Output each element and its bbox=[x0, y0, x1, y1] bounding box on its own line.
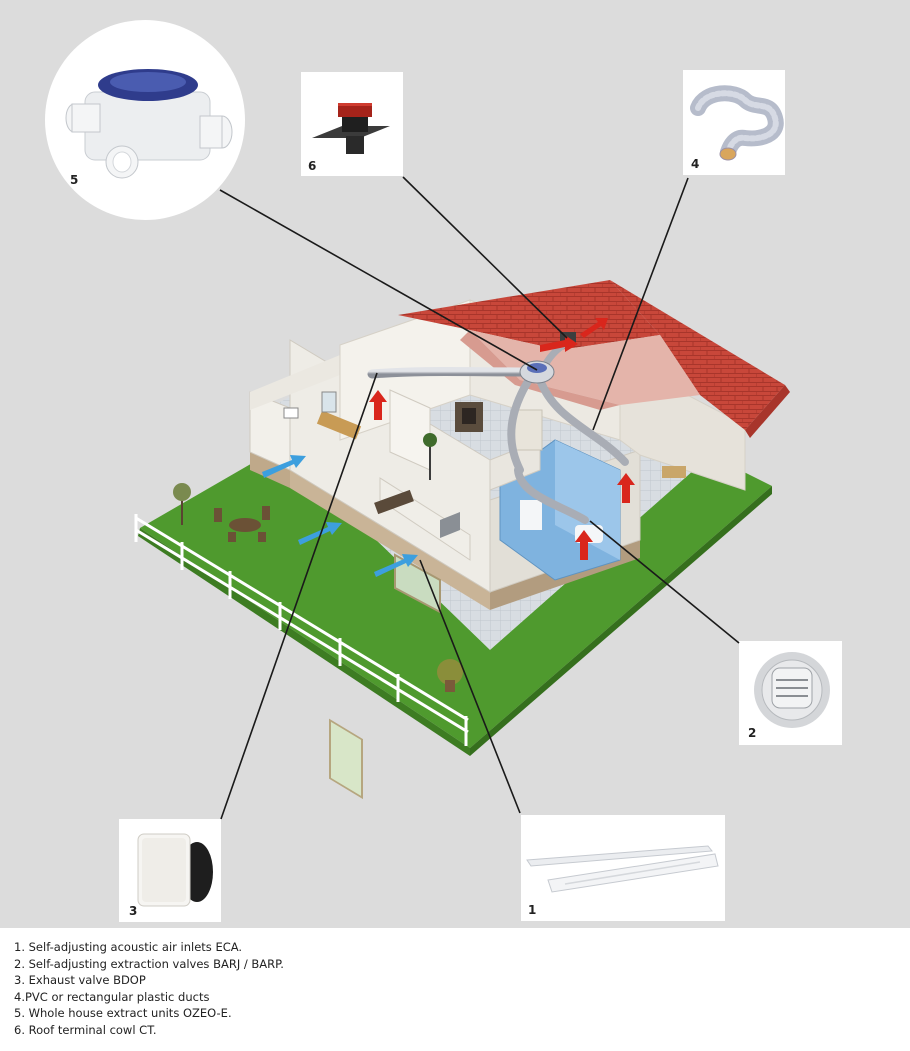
callout-1-number: 1 bbox=[528, 903, 536, 917]
leader-1 bbox=[419, 559, 521, 814]
inset-exhaust-valve: 3 bbox=[119, 819, 221, 922]
legend: 1. Self-adjusting acoustic air inlets EC… bbox=[14, 939, 894, 1039]
leader-6 bbox=[402, 176, 568, 339]
leader-5 bbox=[219, 189, 538, 371]
legend-item-6: 6. Roof terminal cowl CT. bbox=[14, 1022, 157, 1037]
legend-item-3: 3. Exhaust valve BDOP bbox=[14, 973, 146, 988]
callout-5-number: 5 bbox=[70, 173, 78, 187]
legend-item-1: 1. Self-adjusting acoustic air inlets EC… bbox=[14, 940, 243, 954]
ducts bbox=[367, 336, 629, 524]
legend-item-5: 5. Whole house extract units OZEO-E. bbox=[14, 1006, 232, 1021]
extract-airflow-arrows bbox=[369, 318, 635, 560]
house-cutaway bbox=[134, 280, 790, 800]
extraction-valve-icon bbox=[754, 652, 830, 728]
roof bbox=[398, 280, 790, 438]
ventilation-diagram: 5 6 4 2 bbox=[45, 20, 842, 922]
callout-2-number: 2 bbox=[748, 726, 756, 740]
leader-lines bbox=[219, 176, 740, 820]
inset-extract-unit: 5 bbox=[45, 20, 245, 220]
inset-flexible-duct: 4 bbox=[683, 70, 785, 175]
callout-3-number: 3 bbox=[129, 904, 137, 918]
exhaust-valve-icon bbox=[137, 833, 213, 907]
extract-unit-icon bbox=[65, 69, 233, 179]
callout-4-number: 4 bbox=[691, 157, 699, 171]
flexible-duct-icon bbox=[690, 85, 784, 161]
inset-extraction-valve: 2 bbox=[739, 641, 842, 745]
front-window bbox=[329, 718, 363, 800]
inset-roof-cowl: 6 bbox=[301, 72, 403, 176]
leader-3 bbox=[220, 372, 378, 820]
garden-fence bbox=[134, 514, 469, 746]
roof-cowl-icon bbox=[312, 103, 390, 154]
inset-air-inlet: 1 bbox=[521, 815, 725, 921]
supply-airflow-arrows bbox=[262, 455, 418, 577]
legend-item-4: 4.PVC or rectangular plastic ducts bbox=[14, 989, 210, 1004]
legend-item-2: 2. Self-adjusting extraction valves BARJ… bbox=[14, 956, 284, 971]
leader-2 bbox=[589, 520, 740, 644]
patio-set bbox=[214, 506, 270, 542]
leader-4 bbox=[592, 177, 689, 431]
diagram-canvas: 5 6 4 2 bbox=[0, 0, 910, 928]
air-inlet-icon bbox=[526, 845, 719, 893]
callout-6-number: 6 bbox=[308, 159, 316, 173]
